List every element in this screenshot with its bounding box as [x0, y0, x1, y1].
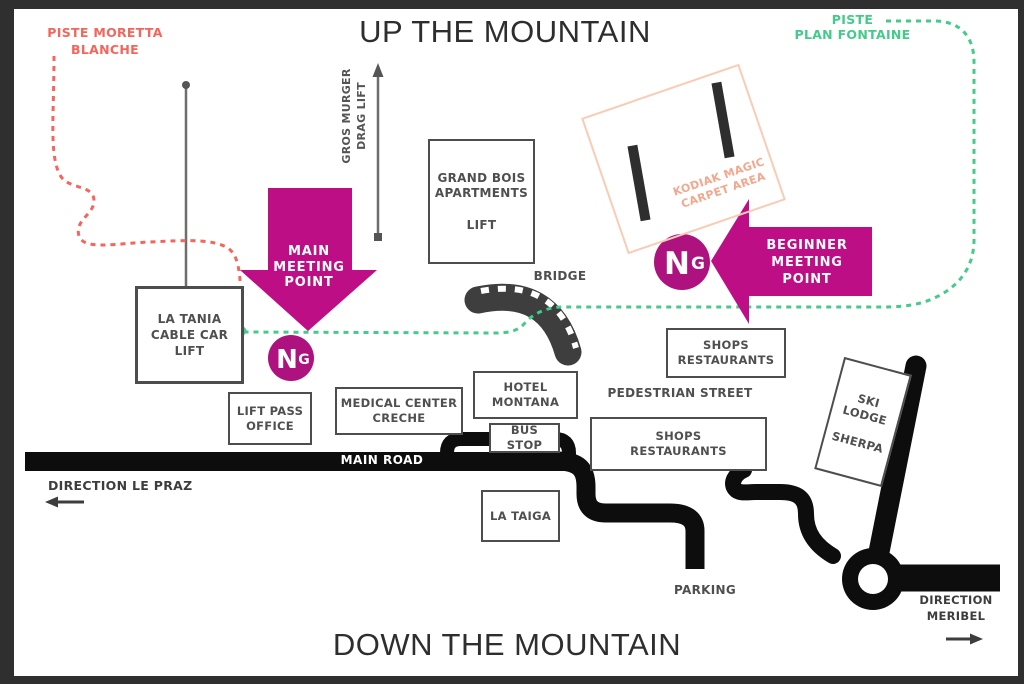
ski-lodge-label: SKI LODGE: [841, 391, 889, 428]
kodiak-carpet-area-label: KODIAK MAGIC CARPET AREA: [671, 155, 768, 211]
magic-carpet-bars: [627, 81, 735, 222]
lift-pass-office-box: LIFT PASS OFFICE: [228, 392, 312, 445]
upper-right-road: [725, 462, 841, 564]
grand-bois-label: GRAND BOIS APARTMENTS: [434, 171, 529, 200]
la-tania-cable-car-box: LA TANIA CABLE CAR LIFT: [135, 286, 244, 384]
drag-lift-base-dot: [374, 233, 382, 241]
drag-lift-line: [372, 63, 384, 241]
east-road: [555, 451, 705, 569]
main-meeting-point-label: MAIN MEETING POINT: [273, 244, 345, 290]
piste-plan-fontaine-line: [245, 19, 976, 335]
cable-car-top-dot: [182, 81, 190, 89]
ng-logo-main: N G: [268, 335, 314, 381]
main-road-label: MAIN ROAD: [340, 453, 424, 467]
le-praz-arrow: [45, 496, 84, 508]
bridge-label: BRIDGE: [533, 269, 587, 283]
la-taiga-box: LA TAIGA: [481, 490, 560, 542]
roundabout-inner: [858, 564, 888, 594]
cable-car-line: [182, 81, 190, 286]
gros-murger-drag-lift-label: GROS MURGER DRAG LIFT: [340, 68, 368, 164]
shops-restaurants-lower-box: SHOPS RESTAURANTS: [590, 417, 767, 471]
grand-bois-apartments-box: GRAND BOIS APARTMENTS LIFT: [428, 139, 535, 264]
direction-meribel-label: DIRECTION MERIBEL: [919, 593, 993, 623]
grand-bois-lift-label: LIFT: [466, 218, 497, 232]
main-road: [25, 452, 572, 471]
ng-logo-beginner: N G: [654, 234, 710, 290]
meribel-arrow: [946, 633, 983, 645]
shops-restaurants-upper-box: SHOPS RESTAURANTS: [666, 328, 786, 378]
bus-stop-box: BUS STOP: [489, 423, 560, 453]
sherpa-diagonal-road: [867, 355, 927, 568]
medical-center-box: MEDICAL CENTER CRECHE: [335, 387, 463, 435]
drag-lift-arrowhead: [372, 63, 384, 77]
main-meeting-point-arrow: [240, 188, 377, 331]
title-down-the-mountain: DOWN THE MOUNTAIN: [332, 627, 682, 662]
title-up-the-mountain: UP THE MOUNTAIN: [359, 14, 651, 49]
direction-le-praz-label: DIRECTION LE PRAZ: [48, 478, 193, 493]
svg-text:G: G: [691, 254, 705, 274]
svg-text:N: N: [664, 246, 690, 282]
sherpa-label: SHERPA: [830, 428, 885, 456]
beginner-meeting-point-arrow: [711, 199, 872, 324]
svg-text:G: G: [298, 352, 310, 368]
piste-plan-fontaine-label: PISTE PLAN FONTAINE: [794, 12, 911, 42]
beginner-meeting-point-label: BEGINNER MEETING POINT: [766, 238, 848, 287]
hotel-montana-box: HOTEL MONTANA: [473, 371, 578, 419]
bridge-shape: [464, 283, 582, 366]
piste-moretta-label: PISTE MORETTA BLANCHE: [47, 25, 163, 57]
parking-label: PARKING: [674, 583, 736, 597]
pedestrian-street-label: PEDESTRIAN STREET: [607, 386, 753, 400]
piste-moretta-line: [51, 55, 243, 331]
svg-text:N: N: [276, 345, 298, 375]
